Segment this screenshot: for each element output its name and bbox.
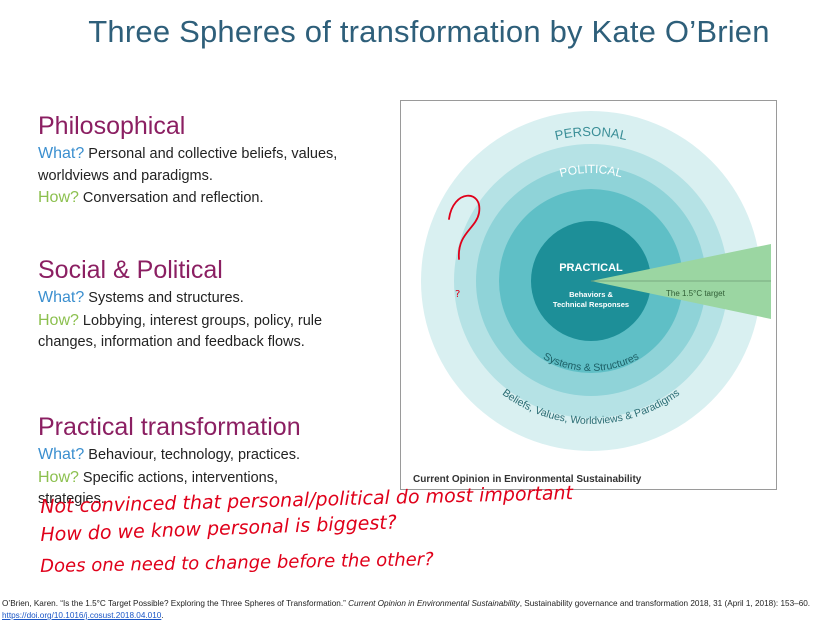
- section-what: What? Behaviour, technology, practices.: [38, 444, 388, 467]
- handwritten-note-3: Does one need to change before the other…: [40, 549, 434, 577]
- section-heading: Social & Political: [38, 256, 223, 284]
- section-social-political: Social & Political What? Systems and str…: [38, 256, 388, 354]
- spheres-svg: PERSONAL POLITICAL PRACTICAL Behaviors &…: [421, 111, 771, 451]
- figure-caption: Current Opinion in Environmental Sustain…: [413, 474, 642, 485]
- section-heading: Philosophical: [38, 112, 186, 140]
- what-label: What?: [38, 145, 85, 162]
- how-text: Lobbying, interest groups, policy, rule …: [38, 312, 323, 351]
- how-label: How?: [38, 468, 79, 486]
- section-how: How? Lobbying, interest groups, policy, …: [38, 310, 368, 354]
- section-how: How? Specific actions, interventions, st…: [38, 467, 338, 511]
- question-mark-stroke: [448, 194, 481, 260]
- section-heading: Practical transformation: [38, 413, 301, 441]
- how-label: How?: [38, 189, 79, 206]
- personal-label: PERSONAL: [553, 124, 628, 143]
- what-label: What?: [38, 446, 85, 463]
- what-text: Behaviour, technology, practices.: [84, 447, 300, 463]
- section-what: What? Systems and structures.: [38, 287, 388, 310]
- behaviors-label: Behaviors &: [569, 290, 613, 299]
- section-philosophical: Philosophical What? Personal and collect…: [38, 112, 388, 210]
- citation-journal: Current Opinion in Environmental Sustain…: [348, 599, 520, 608]
- handwritten-note-2: How do we know personal is biggest?: [40, 511, 398, 546]
- target-wedge: [591, 244, 771, 319]
- citation-doi-link[interactable]: https://doi.org/10.1016/j.cosust.2018.04…: [2, 611, 162, 620]
- citation-end: .: [161, 611, 164, 620]
- question-mark: ?: [455, 289, 460, 300]
- how-label: How?: [38, 311, 79, 329]
- section-practical: Practical transformation What? Behaviour…: [38, 413, 388, 511]
- what-label: What?: [38, 289, 85, 306]
- three-spheres-diagram: PERSONAL POLITICAL PRACTICAL Behaviors &…: [400, 100, 777, 490]
- how-text: Conversation and reflection.: [78, 190, 264, 206]
- citation: O’Brien, Karen. “Is the 1.5°C Target Pos…: [2, 598, 812, 622]
- citation-text-2: , Sustainability governance and transfor…: [519, 599, 811, 608]
- target-label: The 1.5°C target: [666, 289, 726, 298]
- practical-label: PRACTICAL: [559, 262, 623, 274]
- what-text: Systems and structures.: [84, 290, 244, 306]
- citation-text-1: O’Brien, Karen. “Is the 1.5°C Target Pos…: [2, 599, 349, 608]
- what-text: Personal and collective beliefs, values,…: [38, 146, 338, 184]
- how-text: Specific actions, interventions, strateg…: [38, 469, 278, 508]
- section-what: What? Personal and collective beliefs, v…: [38, 143, 388, 187]
- technical-responses-label: Technical Responses: [553, 300, 629, 309]
- section-how: How? Conversation and reflection.: [38, 187, 388, 210]
- page-title: Three Spheres of transformation by Kate …: [88, 14, 770, 49]
